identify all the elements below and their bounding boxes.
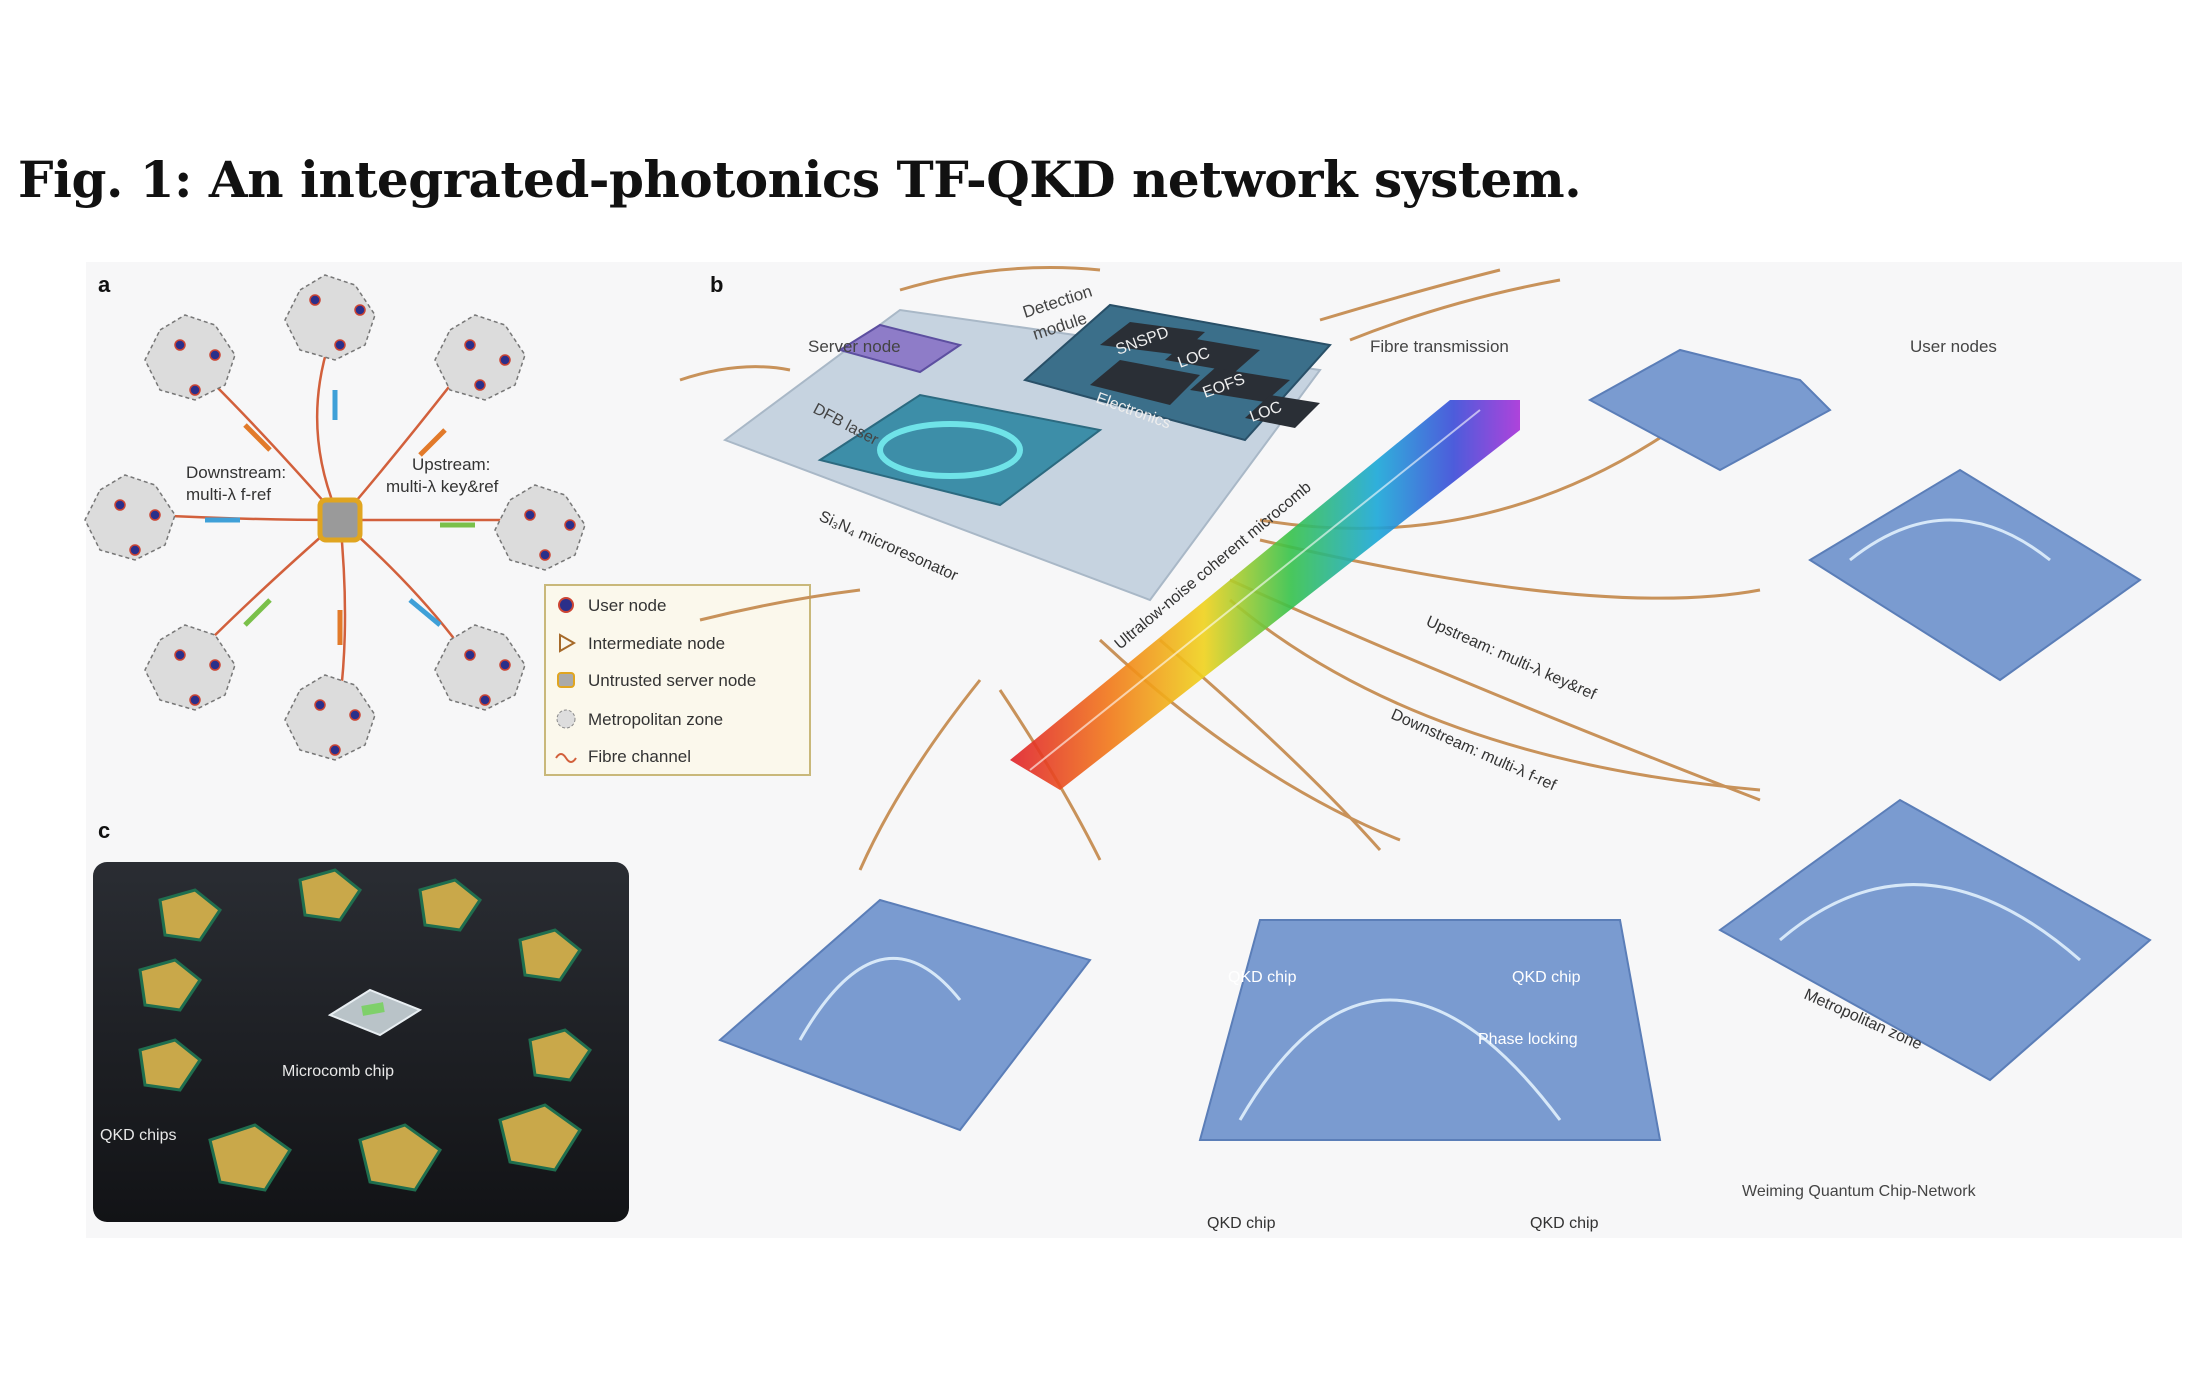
dfb-laser bbox=[837, 323, 963, 374]
microcomb-chip bbox=[327, 988, 423, 1037]
legend-intermediate-node: Intermediate node bbox=[588, 634, 725, 653]
city-user-node-center bbox=[1198, 919, 1662, 1141]
legend-untrusted-server-node: Untrusted server node bbox=[588, 671, 756, 690]
panel-b: b bbox=[679, 266, 2152, 1232]
label-fibre-transmission: Fibre transmission bbox=[1370, 337, 1509, 356]
panel-a-legend: User node Intermediate node Untrusted se… bbox=[544, 584, 811, 776]
city-user-node-top bbox=[1587, 348, 1832, 472]
label-qkd-chip-3: QKD chip bbox=[1207, 1215, 1276, 1232]
city-user-node-bottom-right bbox=[1718, 798, 2152, 1082]
label-qkd-chips: QKD chips bbox=[100, 1127, 176, 1144]
label-qkd-chip-4: QKD chip bbox=[1530, 1215, 1599, 1232]
intermediate-node-icon bbox=[559, 633, 577, 653]
metro-zone-icon bbox=[556, 709, 576, 729]
panel-c-letter: c bbox=[98, 818, 110, 843]
panel-b-letter: b bbox=[710, 272, 723, 297]
city-platforms bbox=[718, 348, 2152, 1141]
panel-a: a bbox=[84, 272, 811, 776]
label-phase-locking: Phase locking bbox=[1478, 1031, 1578, 1048]
label-qkd-chip-1: QKD chip bbox=[1228, 969, 1297, 986]
legend-user-node: User node bbox=[588, 596, 666, 615]
panel-a-stream-arrows bbox=[205, 390, 475, 645]
legend-metropolitan-zone: Metropolitan zone bbox=[588, 710, 723, 729]
panel-a-metro-zones bbox=[84, 274, 586, 761]
qkd-chip-boards bbox=[138, 868, 593, 1192]
panel-c: c Microcomb chip QKD chips bbox=[93, 818, 629, 1222]
label-network-name: Weiming Quantum Chip-Network bbox=[1742, 1183, 1977, 1200]
panel-a-upstream-line1: Upstream: bbox=[412, 455, 490, 474]
server-node-icon bbox=[557, 672, 575, 688]
fibre-channel-icon bbox=[555, 753, 577, 763]
figure-title: Fig. 1: An integrated-photonics TF-QKD n… bbox=[18, 150, 1582, 209]
microcomb-spectrum bbox=[1010, 400, 1520, 790]
label-microcomb-chip: Microcomb chip bbox=[282, 1063, 394, 1080]
panel-a-downstream-line2: multi-λ f-ref bbox=[186, 485, 271, 504]
microresonator-chip bbox=[817, 393, 1103, 507]
panel-a-letter: a bbox=[98, 272, 111, 297]
panel-c-photo bbox=[93, 862, 629, 1222]
label-qkd-chip-2: QKD chip bbox=[1512, 969, 1581, 986]
panel-a-downstream-line1: Downstream: bbox=[186, 463, 286, 482]
city-glow-arcs bbox=[798, 518, 2081, 1121]
legend-fibre-channel: Fibre channel bbox=[588, 747, 691, 766]
city-user-node-right bbox=[1808, 468, 2142, 682]
panel-a-upstream-line2: multi-λ key&ref bbox=[386, 477, 499, 496]
city-user-node-left bbox=[718, 898, 1092, 1132]
label-server-node: Server node bbox=[808, 337, 901, 356]
user-node-icon bbox=[558, 597, 574, 613]
label-user-nodes: User nodes bbox=[1910, 337, 1997, 356]
detection-module-chips bbox=[1090, 322, 1320, 428]
label-upstream: Upstream: multi-λ key&ref bbox=[1423, 613, 1599, 704]
panel-a-user-nodes bbox=[114, 294, 576, 756]
legend-box bbox=[544, 584, 811, 776]
panel-a-server-node bbox=[317, 497, 363, 543]
microresonator-ring bbox=[877, 421, 1023, 479]
